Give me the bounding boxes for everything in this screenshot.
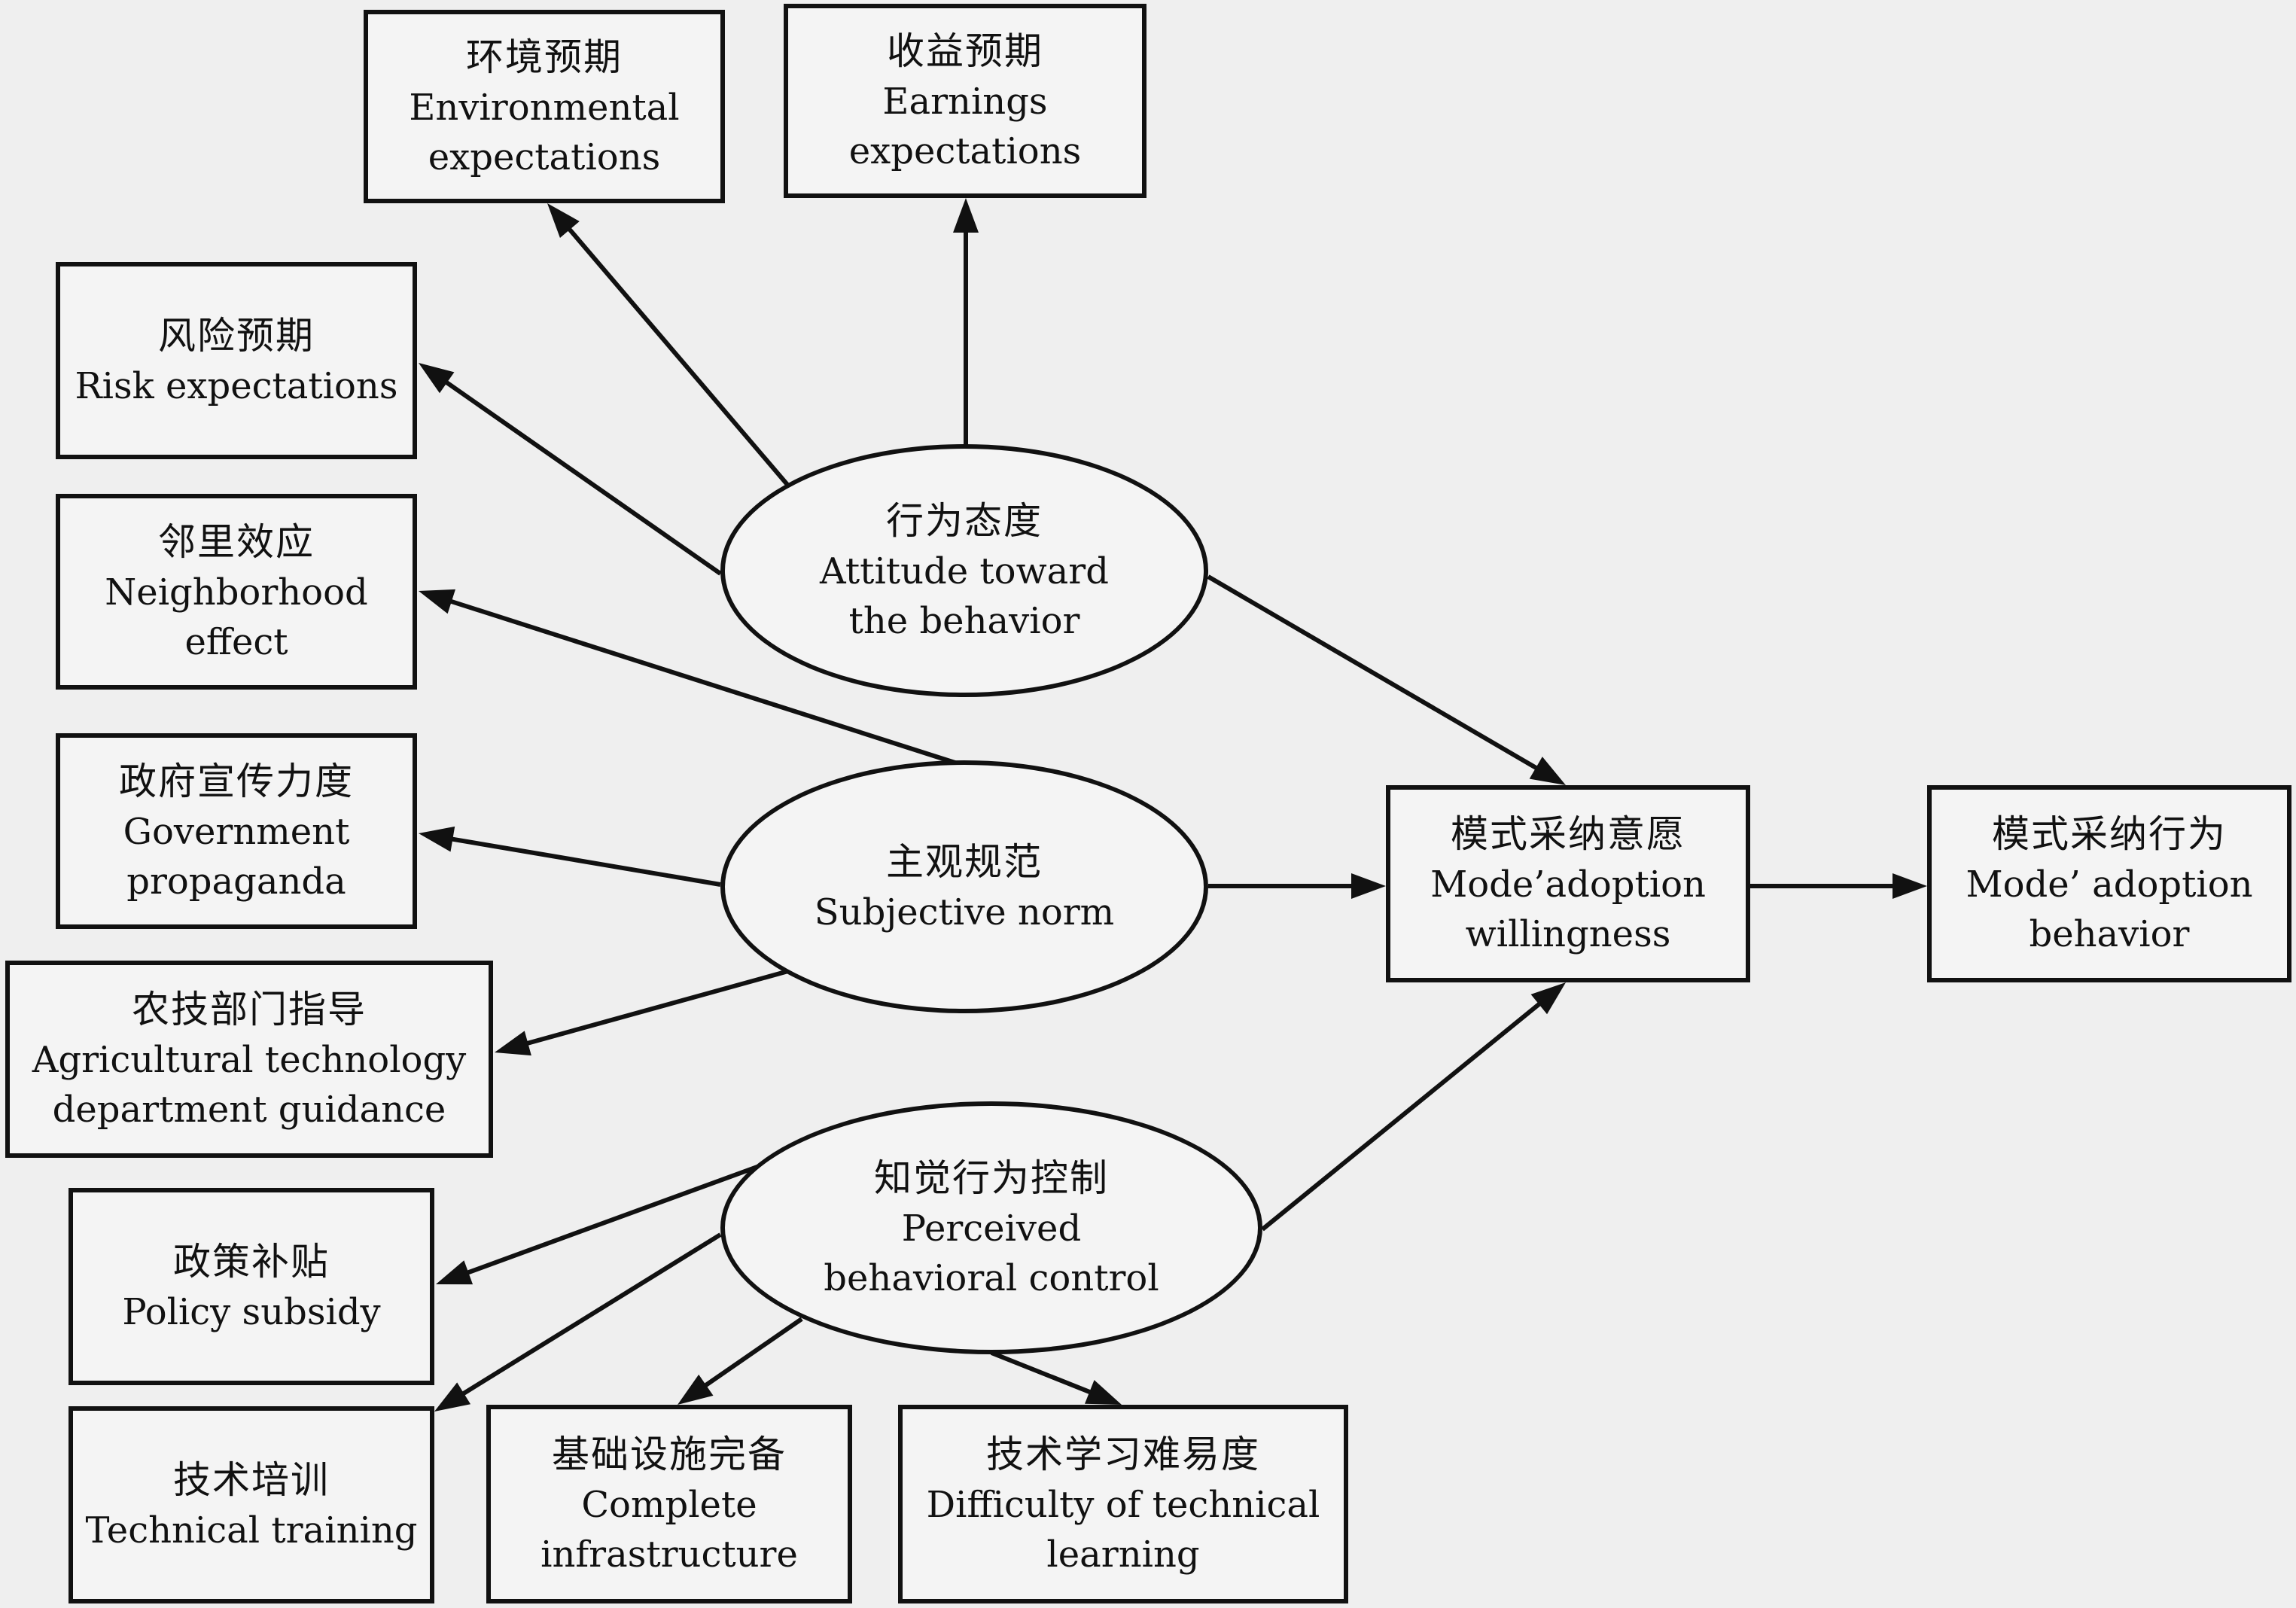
node-label-zh: 环境预期 xyxy=(466,35,623,79)
node-label-zh: 邻里效应 xyxy=(158,520,315,564)
arrowhead-subjective_norm-to-neighborhood_effect xyxy=(419,589,455,614)
node-label-en: Neighborhood effect xyxy=(105,571,368,663)
node-label-zh: 模式采纳意愿 xyxy=(1451,812,1685,856)
node-complete-infrastructure: 基础设施完备 Complete infrastructure xyxy=(486,1405,852,1603)
arrow-perceived_control-to-difficulty_learning xyxy=(990,1351,1094,1396)
node-environmental-expectations: 环境预期 Environmental expectations xyxy=(364,10,725,203)
arrow-attitude-to-environmental_expectations xyxy=(565,226,795,492)
node-neighborhood-effect: 邻里效应 Neighborhood effect xyxy=(56,494,417,690)
node-label-zh: 行为态度 xyxy=(886,499,1043,543)
arrow-perceived_control-to-technical_training xyxy=(460,1232,722,1397)
node-label-en: Policy subsidy xyxy=(122,1291,381,1333)
node-label-zh: 政府宣传力度 xyxy=(119,760,354,803)
node-label-zh: 知觉行为控制 xyxy=(874,1156,1109,1200)
arrowhead-subjective_norm-to-government_propaganda xyxy=(419,826,455,852)
node-label-en: Mode’ adoption behavior xyxy=(1966,863,2253,955)
arrowhead-attitude-to-risk_expectations xyxy=(419,363,455,394)
node-government-propaganda: 政府宣传力度 Government propaganda xyxy=(56,733,417,929)
node-earnings-expectations: 收益预期 Earnings expectations xyxy=(784,4,1146,198)
node-label-en: Agricultural technology department guida… xyxy=(32,1039,467,1131)
arrow-attitude-to-adoption_willingness xyxy=(1207,574,1540,772)
node-label-en: Complete infrastructure xyxy=(541,1484,798,1576)
node-label-zh: 政策补贴 xyxy=(173,1240,330,1284)
node-label-zh: 主观规范 xyxy=(886,840,1043,884)
node-label-en: Mode’adoption willingness xyxy=(1430,863,1706,955)
arrow-perceived_control-to-adoption_willingness xyxy=(1261,1000,1543,1232)
node-label-zh: 农技部门指导 xyxy=(132,988,367,1031)
node-label-en: Subjective norm xyxy=(814,891,1115,933)
node-label-zh: 收益预期 xyxy=(887,29,1043,73)
node-difficulty-of-technical-learning: 技术学习难易度 Difficulty of technical learning xyxy=(898,1405,1348,1603)
arrowhead-perceived_control-to-adoption_willingness xyxy=(1530,982,1566,1015)
node-mode-adoption-willingness: 模式采纳意愿 Mode’adoption willingness xyxy=(1386,785,1750,982)
arrowhead-subjective_norm-to-agri_tech_guidance xyxy=(495,1031,531,1056)
arrow-perceived_control-to-complete_infrastructure xyxy=(702,1317,803,1389)
arrowhead-perceived_control-to-policy_subsidy xyxy=(436,1260,474,1285)
arrow-subjective_norm-to-government_propaganda xyxy=(449,836,721,887)
node-attitude-toward-behavior: 行为态度 Attitude toward the behavior xyxy=(720,444,1208,697)
node-label-en: Perceived behavioral control xyxy=(824,1208,1159,1299)
node-label-en: Risk expectations xyxy=(75,365,398,407)
node-label-en: Attitude toward the behavior xyxy=(820,550,1109,642)
arrowhead-attitude-to-adoption_willingness xyxy=(1529,757,1566,785)
arrowhead-attitude-to-environmental_expectations xyxy=(547,203,580,239)
arrowhead-adoption_willingness-to-adoption_behavior xyxy=(1893,873,1927,899)
arrowhead-subjective_norm-to-adoption_willingness xyxy=(1351,873,1386,899)
node-perceived-behavioral-control: 知觉行为控制 Perceived behavioral control xyxy=(720,1101,1262,1354)
node-mode-adoption-behavior: 模式采纳行为 Mode’ adoption behavior xyxy=(1927,785,2291,982)
node-label-zh: 基础设施完备 xyxy=(552,1433,787,1476)
arrowhead-perceived_control-to-complete_infrastructure xyxy=(678,1374,714,1405)
node-label-zh: 风险预期 xyxy=(158,314,315,358)
node-subjective-norm: 主观规范 Subjective norm xyxy=(720,760,1208,1013)
node-agricultural-technology-guidance: 农技部门指导 Agricultural technology departmen… xyxy=(5,961,493,1158)
arrow-subjective_norm-to-agri_tech_guidance xyxy=(524,969,789,1046)
node-label-en: Technical training xyxy=(85,1509,418,1552)
node-label-zh: 模式采纳行为 xyxy=(1992,812,2227,856)
node-technical-training: 技术培训 Technical training xyxy=(69,1406,434,1603)
node-label-zh: 技术培训 xyxy=(173,1458,330,1502)
node-label-en: Environmental expectations xyxy=(409,86,680,178)
node-label-en: Difficulty of technical learning xyxy=(926,1484,1320,1576)
arrowhead-perceived_control-to-technical_training xyxy=(434,1382,471,1412)
arrow-subjective_norm-to-neighborhood_effect xyxy=(448,598,965,768)
node-policy-subsidy: 政策补贴 Policy subsidy xyxy=(69,1188,434,1385)
node-label-en: Government propaganda xyxy=(123,811,350,903)
node-label-zh: 技术学习难易度 xyxy=(986,1433,1260,1476)
arrow-perceived_control-to-policy_subsidy xyxy=(464,1151,796,1276)
arrowhead-perceived_control-to-difficulty_learning xyxy=(1084,1380,1122,1405)
node-risk-expectations: 风险预期 Risk expectations xyxy=(56,262,417,459)
node-label-en: Earnings expectations xyxy=(848,81,1082,172)
arrowhead-attitude-to-earnings_expectations xyxy=(953,198,979,233)
arrow-attitude-to-risk_expectations xyxy=(443,379,722,576)
